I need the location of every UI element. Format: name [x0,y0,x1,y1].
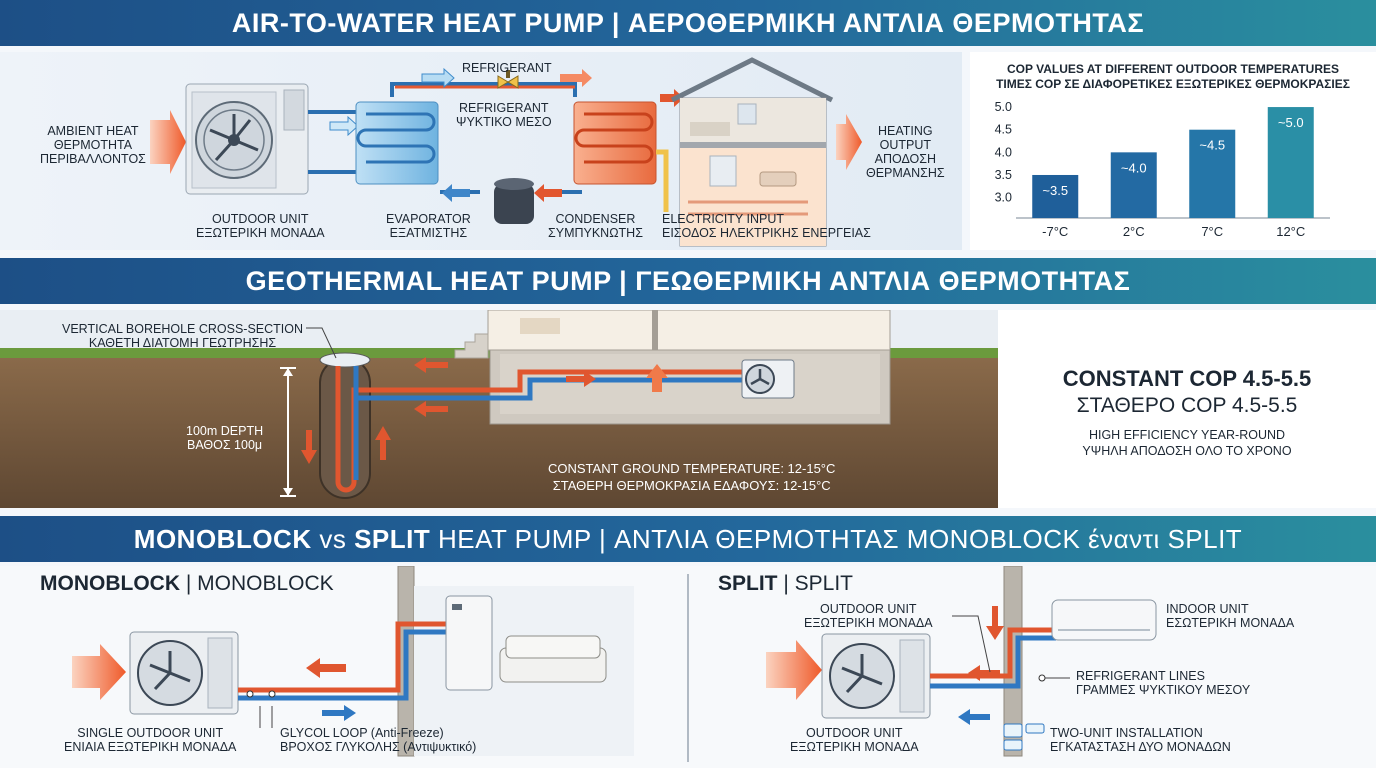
constant-cop-el: ΣΤΑΘΕΡΟ COP 4.5-5.5 [1076,394,1298,417]
monoblock-heading: MONOBLOCK | MONOBLOCK [40,572,334,595]
flow-arrow-icon [322,705,356,721]
flow-arrow-icon [421,67,455,89]
downflow-arrow-icon [301,430,317,464]
cop-chart-title: COP VALUES AT DIFFERENT OUTDOOR TEMPERAT… [1006,62,1339,76]
y-tick-label: 4.0 [995,145,1012,159]
cop-bar-data-label: ~3.5 [1042,183,1068,198]
banner-air-to-water-title: AIR-TO-WATER HEAT PUMP | ΑΕΡΟΘΕΡΜΙΚΗ ΑΝΤ… [231,7,1145,38]
outdoor-unit-icon [185,83,309,195]
heating-output-arrow-icon [836,114,862,170]
condenser-icon [573,101,657,185]
y-tick-label: 5.0 [995,100,1012,114]
cop-bar-data-label: ~4.0 [1121,160,1147,175]
house-icon [670,57,834,247]
x-tick-label: 7°C [1201,224,1223,239]
air-to-water-diagram [150,57,862,247]
borehole [319,357,371,499]
cop-bar [1032,174,1079,218]
x-tick-label: 2°C [1123,224,1145,239]
glycol-loop-label: GLYCOL LOOP (Anti-Freeze)ΒΡΟΧΟΣ ΓΛΥΚΟΛΗΣ… [280,726,477,754]
flow-arrow-icon [414,357,448,373]
y-tick-label: 4.5 [995,123,1012,137]
split-indoor-unit-icon [1051,599,1157,641]
split-ambient-arrow-icon [766,640,822,700]
cop-chart-subtitle: ΤΙΜΕΣ COP ΣΕ ΔΙΑΦΟΡΕΤΙΚΕΣ ΕΞΩΤΕΡΙΚΕΣ ΘΕΡ… [996,77,1350,91]
split-outdoor-unit-icon [821,633,931,719]
flow-arrow-icon [566,371,596,387]
monoblock-vs-split-panel: MONOBLOCK | MONOBLOCK SINGLE OUTDOOR UNI… [0,565,1376,768]
mono-ambient-arrow-icon [72,644,126,700]
monoblock-vs-split-diagram [72,565,1157,762]
expansion-valve-icon [497,70,519,89]
x-tick-label: 12°C [1276,224,1305,239]
cop-bar-chart: 3.0 3.5 4.0 4.5 5.0 ~3.5 -7°C ~4.0 2°C ~4.5 7°C ~5.… [995,100,1330,239]
cop-chart-panel: COP VALUES AT DIFFERENT OUTDOOR TEMPERAT… [970,52,1376,250]
banner-geothermal-title: GEOTHERMAL HEAT PUMP | ΓΕΩΘΕΡΜΙΚΗ ΑΝΤΛΙΑ… [245,265,1131,296]
evaporator-icon [355,101,439,185]
banner-monoblock-vs-split: MONOBLOCK vs SPLIT HEAT PUMP | ΑΝΤΛΙΑ ΘΕ… [0,516,1376,562]
refrigerant-top-label: REFRIGERANT [462,61,552,75]
flow-arrow-icon [986,606,1004,640]
flow-arrow-icon [442,184,470,202]
sofa-icon [499,635,607,683]
split-heading: SPLIT | SPLIT [718,572,853,595]
cop-bar-data-label: ~5.0 [1278,115,1304,130]
constant-cop-en: CONSTANT COP 4.5-5.5 [1062,366,1312,391]
cop-bar-data-label: ~4.5 [1199,138,1225,153]
two-unit-icon [1003,723,1045,751]
ambient-heat-arrow-icon [150,110,186,174]
compressor-icon [494,178,534,224]
banner-air-to-water: AIR-TO-WATER HEAT PUMP | ΑΕΡΟΘΕΡΜΙΚΗ ΑΝΤ… [0,0,1376,46]
cop-bar [1267,107,1314,218]
geothermal-heat-pump-icon [741,359,795,399]
flow-arrow-icon [329,115,359,137]
flow-arrow-icon [306,658,346,678]
flow-arrow-icon [958,709,990,725]
banner-monoblock-vs-split-title: MONOBLOCK vs SPLIT HEAT PUMP | ΑΝΤΛΙΑ ΘΕ… [133,523,1243,554]
banner-geothermal: GEOTHERMAL HEAT PUMP | ΓΕΩΘΕΡΜΙΚΗ ΑΝΤΛΙΑ… [0,258,1376,304]
flow-arrow-icon [968,665,1000,681]
rising-heat-arrow-icon [646,364,668,392]
upflow-arrow-icon [375,426,391,460]
flow-arrow-icon [534,184,562,202]
x-tick-label: -7°C [1042,224,1068,239]
flow-arrow-icon [414,401,448,417]
cop-bar [1189,129,1236,218]
y-tick-label: 3.5 [995,168,1012,182]
geothermal-diagram [0,310,998,508]
hydro-tank-icon [445,595,493,691]
y-tick-label: 3.0 [995,191,1012,205]
geothermal-cop-panel: CONSTANT COP 4.5-5.5 ΣΤΑΘΕΡΟ COP 4.5-5.5… [998,310,1376,508]
high-efficiency-en: HIGH EFFICIENCY YEAR-ROUND [1088,428,1286,442]
electricity-wire [656,149,669,212]
monoblock-unit-icon [129,631,239,715]
high-efficiency-el: ΥΨΗΛΗ ΑΠΟΔΟΣΗ ΟΛΟ ΤΟ ΧΡΟΝΟ [1082,444,1292,458]
flow-arrow-icon [560,69,592,87]
cop-bar [1110,152,1157,218]
